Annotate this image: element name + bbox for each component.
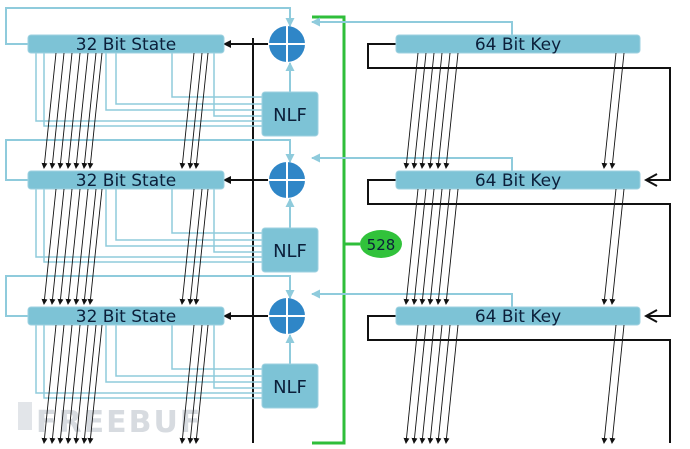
shift-wire — [81, 324, 97, 444]
shift-wire — [193, 324, 209, 444]
shift-wire — [87, 52, 103, 169]
nlf-box-2 — [261, 227, 319, 273]
shift-wire — [411, 188, 427, 305]
shift-wire — [601, 324, 617, 444]
shift-wire — [41, 52, 57, 169]
shift-wire — [411, 324, 427, 444]
shift-wire — [443, 52, 459, 169]
shift-wire — [419, 188, 435, 305]
shift-wire — [443, 324, 459, 444]
state-label-1: 32 Bit State — [76, 35, 177, 55]
xor-node-3 — [269, 298, 305, 334]
key-box-1 — [395, 34, 641, 54]
shift-wire — [49, 188, 65, 305]
shift-wire — [403, 324, 419, 444]
watermark: FREEBUF — [18, 402, 200, 440]
shift-wire — [57, 324, 73, 444]
shift-wires — [41, 52, 625, 444]
shift-wire — [403, 52, 419, 169]
state-box-3 — [27, 306, 225, 326]
shift-wire — [443, 188, 459, 305]
state-label-3: 32 Bit State — [76, 307, 177, 327]
shift-wire — [41, 324, 57, 444]
round-bracket — [312, 15, 360, 445]
round-2: 32 Bit State 64 Bit Key NLF — [5, 139, 671, 316]
shift-wire — [435, 52, 451, 169]
state-box-1 — [27, 34, 225, 54]
key-label-1: 64 Bit Key — [475, 35, 561, 55]
shift-wire — [419, 52, 435, 169]
nlf-box-1 — [261, 91, 319, 137]
shift-wire — [179, 324, 195, 444]
shift-wire — [49, 324, 65, 444]
key-label-3: 64 Bit Key — [475, 307, 561, 327]
nlf-label-1: NLF — [273, 105, 307, 126]
shift-wire — [419, 324, 435, 444]
shift-wire — [57, 188, 73, 305]
shift-wire — [41, 188, 57, 305]
key-box-3 — [395, 306, 641, 326]
shift-wire — [65, 52, 81, 169]
shift-wire — [427, 52, 443, 169]
shift-wire — [193, 52, 209, 169]
shift-wire — [609, 188, 625, 305]
shift-wire — [403, 188, 419, 305]
round-3: 32 Bit State 64 Bit Key NLF — [5, 275, 671, 443]
shift-wire — [179, 188, 195, 305]
shift-wire — [427, 324, 443, 444]
shift-wire — [193, 188, 209, 305]
shift-wire — [49, 52, 65, 169]
shift-wire — [411, 52, 427, 169]
shift-wire — [601, 188, 617, 305]
shift-wire — [187, 324, 203, 444]
xor-node-1 — [269, 26, 305, 62]
shift-wire — [87, 188, 103, 305]
nlf-box-3 — [261, 363, 319, 409]
shift-wire — [81, 52, 97, 169]
shift-wire — [87, 324, 103, 444]
shift-wire — [73, 188, 89, 305]
shift-wire — [57, 52, 73, 169]
shift-wire — [187, 52, 203, 169]
rounds-badge-text: 528 — [367, 236, 396, 254]
shift-wire — [609, 52, 625, 169]
round-1: 32 Bit State 64 Bit Key NLF — [5, 7, 671, 180]
key-box-2 — [395, 170, 641, 190]
shift-wire — [435, 188, 451, 305]
shift-wire — [609, 324, 625, 444]
shift-wire — [427, 188, 443, 305]
shift-wire — [187, 188, 203, 305]
rounds-badge: 528 — [360, 230, 402, 258]
shift-wire — [81, 188, 97, 305]
shift-wire — [435, 324, 451, 444]
shift-wire — [73, 52, 89, 169]
nlf-label-3: NLF — [273, 377, 307, 398]
xor-node-2 — [269, 162, 305, 198]
state-label-2: 32 Bit State — [76, 171, 177, 191]
key-label-2: 64 Bit Key — [475, 171, 561, 191]
shift-wire — [65, 188, 81, 305]
shift-wire — [601, 52, 617, 169]
nlf-label-2: NLF — [273, 241, 307, 262]
state-box-2 — [27, 170, 225, 190]
shift-wire — [73, 324, 89, 444]
shift-wire — [65, 324, 81, 444]
shift-wire — [179, 52, 195, 169]
